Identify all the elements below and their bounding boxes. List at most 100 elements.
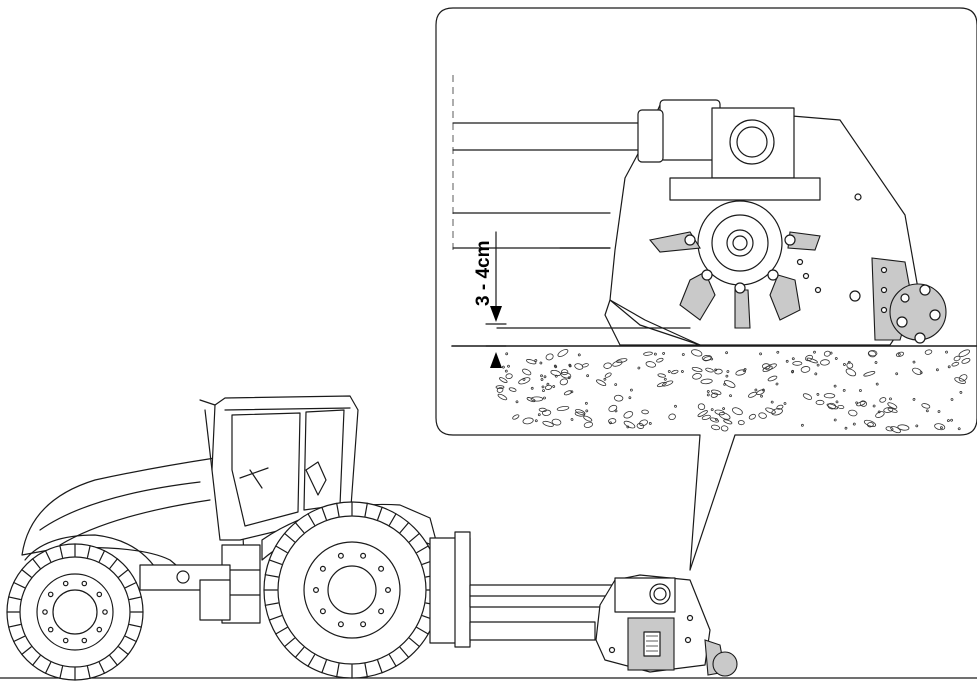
tyre-lug xyxy=(377,659,383,674)
pebble xyxy=(895,372,899,376)
tyre-lug xyxy=(44,661,52,674)
pebble xyxy=(814,372,818,376)
pebble xyxy=(505,373,513,380)
pebble xyxy=(630,388,633,392)
pebble xyxy=(674,404,677,408)
pebble xyxy=(725,374,729,378)
tyre-lug xyxy=(399,521,410,534)
tyre-lug xyxy=(98,550,106,563)
pebble xyxy=(848,409,858,417)
pebble xyxy=(551,418,562,426)
pebble xyxy=(877,410,881,414)
pebble xyxy=(748,413,756,420)
pebble xyxy=(729,394,732,398)
wheel-bolt xyxy=(360,621,367,628)
pebble xyxy=(937,410,941,413)
pebble xyxy=(671,369,679,375)
pebble xyxy=(557,349,569,357)
pebble xyxy=(614,409,618,413)
pebble xyxy=(540,378,544,381)
pebble xyxy=(771,408,783,416)
pebble xyxy=(950,418,953,422)
pebble xyxy=(859,389,862,392)
pebble xyxy=(785,359,789,363)
mulcher-zoomed xyxy=(496,99,947,346)
pebble xyxy=(813,350,816,354)
pebble xyxy=(636,423,645,429)
pebble xyxy=(959,390,963,394)
pebble xyxy=(868,350,878,357)
wheel-bolt xyxy=(385,586,392,593)
pebble xyxy=(614,383,618,387)
pebble xyxy=(691,366,703,373)
pebble xyxy=(648,421,652,425)
pebble xyxy=(897,424,910,431)
pebble xyxy=(609,421,612,425)
pebble xyxy=(874,361,878,364)
tyre-lug xyxy=(388,513,397,526)
pebble xyxy=(770,400,774,404)
pebble xyxy=(924,349,933,355)
pebble xyxy=(662,351,665,355)
wheel-bolt xyxy=(81,580,88,587)
pebble xyxy=(846,362,854,369)
pebble xyxy=(953,355,961,362)
pebble xyxy=(623,420,636,429)
pebble xyxy=(863,419,877,427)
pebble xyxy=(961,358,971,364)
pebble xyxy=(889,397,892,401)
frame-guides xyxy=(452,75,651,250)
pebble xyxy=(656,357,664,363)
pebble xyxy=(867,422,874,428)
pebble xyxy=(703,356,712,362)
wheel-bolt xyxy=(337,621,344,628)
tyre-lug xyxy=(59,665,64,679)
mulcher-small xyxy=(595,574,738,677)
wheel-bolt xyxy=(62,580,69,587)
wheel-bolt xyxy=(62,637,69,644)
pebble xyxy=(691,349,703,357)
pebble xyxy=(800,366,811,373)
pebble xyxy=(758,412,767,419)
wheel-bolt xyxy=(96,591,103,598)
tyre-lug xyxy=(294,521,305,534)
pebble xyxy=(885,426,894,432)
pebble xyxy=(765,407,776,414)
tyre-lug xyxy=(294,646,305,659)
pebble xyxy=(554,365,558,369)
tyre-lug xyxy=(377,506,383,521)
tyre-lug xyxy=(416,626,429,635)
pebble xyxy=(667,370,671,373)
pebble xyxy=(522,417,534,425)
pebble xyxy=(792,361,803,366)
pebble xyxy=(951,361,960,367)
pebble xyxy=(762,388,765,392)
pebble xyxy=(543,396,546,400)
pebble xyxy=(499,377,508,384)
pebble xyxy=(645,361,657,368)
pebble xyxy=(681,353,685,356)
pebble xyxy=(577,353,581,357)
pebble xyxy=(816,392,820,396)
pebble xyxy=(603,377,607,381)
pebble xyxy=(626,425,630,429)
pebble xyxy=(613,394,624,402)
pebble xyxy=(760,394,763,398)
tyre-lug xyxy=(44,550,52,563)
pebble xyxy=(583,415,593,422)
tyre-lug xyxy=(129,623,142,628)
pebble xyxy=(585,401,588,405)
pebble xyxy=(616,358,628,364)
pebble xyxy=(875,411,885,418)
pebble xyxy=(556,406,570,411)
pebble xyxy=(539,361,543,365)
depth-dimension: 3 - 4cm xyxy=(473,231,507,368)
rear-wheel xyxy=(263,501,441,679)
pebble xyxy=(833,418,837,422)
pebble xyxy=(530,386,534,390)
pebble xyxy=(859,400,868,407)
pebble xyxy=(815,399,825,406)
wheel-bolt xyxy=(102,609,108,615)
pebble xyxy=(826,403,838,410)
pebble xyxy=(537,413,541,417)
